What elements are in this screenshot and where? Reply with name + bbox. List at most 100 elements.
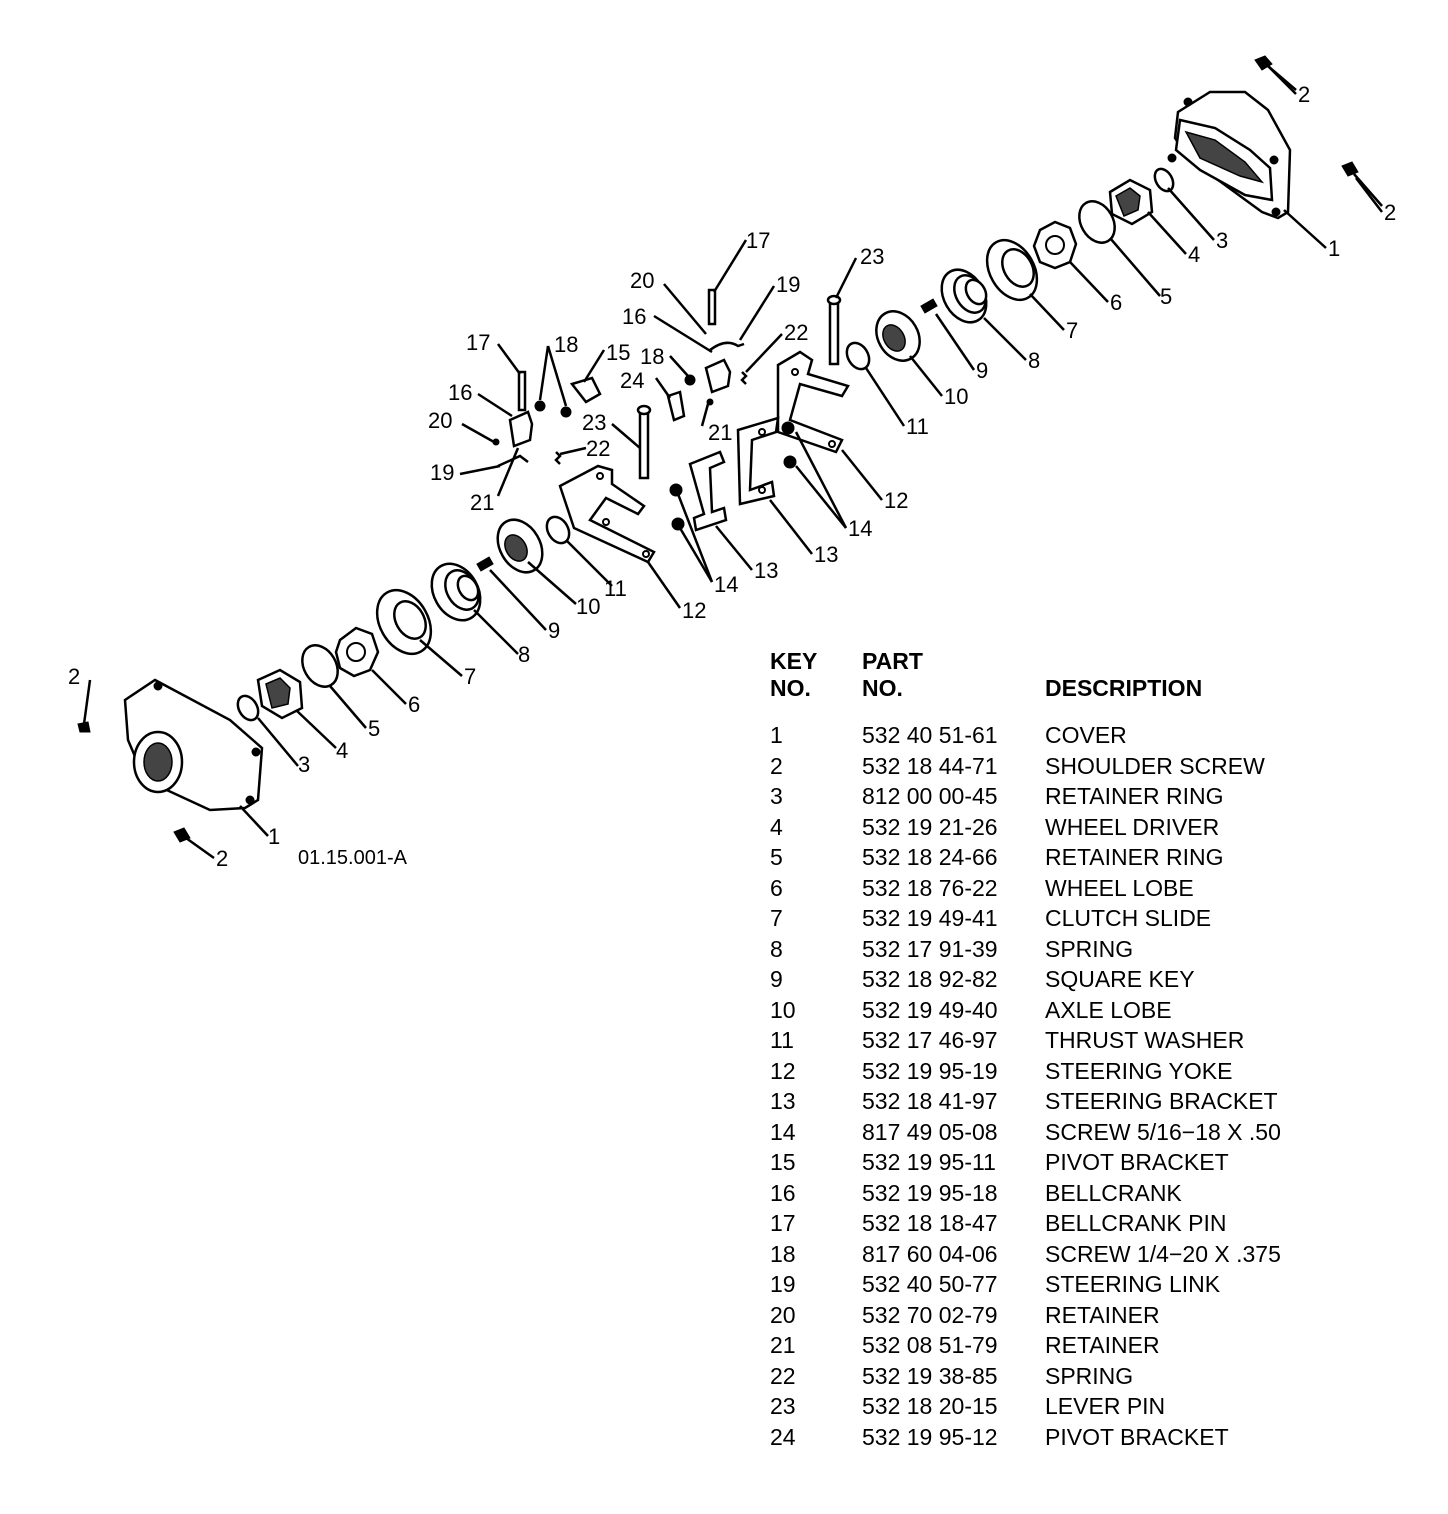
callout-20: 20 xyxy=(630,268,654,293)
callout-7: 7 xyxy=(1066,318,1078,343)
part-no-cell: 817 60 04-06 xyxy=(862,1240,998,1267)
callout-8: 8 xyxy=(1028,348,1040,373)
callout-21: 21 xyxy=(708,420,732,445)
description-cell: RETAINER RING xyxy=(1045,844,1224,870)
part-no-cell: 532 17 91-39 xyxy=(862,935,998,962)
retainer-21-right xyxy=(706,398,714,406)
description-cell: AXLE LOBE xyxy=(1045,996,1172,1023)
key-no-cell: 13 xyxy=(770,1088,796,1114)
callout-9: 9 xyxy=(548,618,560,643)
description-cell: STEERING BRACKET xyxy=(1045,1088,1278,1114)
callout-6: 6 xyxy=(1110,290,1122,315)
cover-right xyxy=(1167,90,1292,220)
wheel-lobe-left xyxy=(334,626,380,678)
callout-18: 18 xyxy=(554,332,578,357)
cover-left xyxy=(123,678,264,812)
table-row: 18 817 60 04-06 SCREW 1/4−20 X .375 xyxy=(770,1239,1330,1270)
bellcrank-left xyxy=(508,410,534,448)
description-cell: SCREW 1/4−20 X .375 xyxy=(1045,1240,1281,1267)
left-assembly xyxy=(77,370,728,860)
callout-3: 3 xyxy=(1216,228,1228,253)
header-part-line2: NO. xyxy=(862,675,903,701)
axle-lobe-left xyxy=(496,518,544,574)
part-no-cell: 817 49 05-08 xyxy=(862,1118,998,1145)
wheel-lobe-right xyxy=(1032,220,1078,270)
key-no-cell: 9 xyxy=(770,966,783,992)
clutch-slide-left xyxy=(375,588,433,656)
lever-pin-center-head xyxy=(636,404,652,416)
key-no-cell: 7 xyxy=(770,905,783,931)
callout-5: 5 xyxy=(1160,284,1172,309)
callout-labels: 2 2 1 3 4 5 6 7 8 9 10 11 12 14 13 13 14… xyxy=(68,82,1396,871)
square-key-left xyxy=(476,556,494,572)
key-no-cell: 17 xyxy=(770,1210,796,1236)
figure-reference-code: 01.15.001-A xyxy=(298,847,408,869)
key-no-cell: 1 xyxy=(770,722,783,748)
callout-12: 12 xyxy=(884,488,908,513)
screw-14-left-b xyxy=(671,517,685,531)
callout-11: 11 xyxy=(604,576,627,601)
retainer-ring-right xyxy=(1153,167,1175,193)
key-no-cell: 2 xyxy=(770,752,783,779)
part-no-cell: 532 18 20-15 xyxy=(862,1393,998,1419)
callout-24: 24 xyxy=(620,368,644,393)
part-no-cell: 532 18 44-71 xyxy=(862,752,998,779)
callout-23: 23 xyxy=(582,410,606,435)
header-part-no: PART NO. xyxy=(862,648,923,702)
part-no-cell: 532 19 38-85 xyxy=(862,1362,998,1389)
callout-17: 17 xyxy=(466,330,490,355)
part-no-cell: 532 08 51-79 xyxy=(862,1332,998,1358)
key-no-cell: 10 xyxy=(770,996,796,1023)
callout-7: 7 xyxy=(464,664,476,689)
description-cell: STEERING YOKE xyxy=(1045,1057,1233,1084)
wheel-driver-right xyxy=(1108,178,1154,226)
part-no-cell: 532 19 21-26 xyxy=(862,813,998,840)
description-cell: RETAINER xyxy=(1045,1301,1160,1328)
bellcrank-pin-right xyxy=(707,288,717,326)
callout-10: 10 xyxy=(576,594,600,619)
description-cell: RETAINER RING xyxy=(1045,783,1224,809)
description-cell: SHOULDER SCREW xyxy=(1045,752,1265,779)
part-no-cell: 532 18 92-82 xyxy=(862,966,998,992)
description-cell: LEVER PIN xyxy=(1045,1393,1166,1419)
table-row: 2 532 18 44-71 SHOULDER SCREW xyxy=(770,751,1330,782)
header-key-line2: NO. xyxy=(770,675,811,701)
callout-18: 18 xyxy=(640,344,664,369)
callout-14: 14 xyxy=(714,572,738,597)
callout-12: 12 xyxy=(682,598,706,623)
callout-21: 21 xyxy=(470,490,494,515)
retainer-ring-large-right xyxy=(1078,200,1116,244)
callout-1: 1 xyxy=(268,824,280,849)
key-no-cell: 3 xyxy=(770,783,783,809)
callout-1: 1 xyxy=(1328,236,1340,261)
key-no-cell: 18 xyxy=(770,1240,796,1267)
description-cell: SPRING xyxy=(1045,935,1134,962)
callout-2: 2 xyxy=(1298,82,1310,107)
description-cell: SPRING xyxy=(1045,1362,1134,1389)
lever-pin-right xyxy=(826,294,842,366)
key-no-cell: 21 xyxy=(770,1332,796,1358)
description-cell: PIVOT BRACKET xyxy=(1045,1149,1229,1175)
part-no-cell: 532 70 02-79 xyxy=(862,1301,998,1328)
steering-yoke-left xyxy=(558,464,656,564)
callout-8: 8 xyxy=(518,642,530,667)
table-row: 20 532 70 02-79 RETAINER xyxy=(770,1300,1330,1331)
key-no-cell: 12 xyxy=(770,1057,796,1084)
key-no-cell: 6 xyxy=(770,874,783,901)
callout-11: 11 xyxy=(906,414,929,439)
part-no-cell: 532 19 95-12 xyxy=(862,1423,998,1450)
key-no-cell: 20 xyxy=(770,1301,796,1328)
screw-18-right xyxy=(684,374,696,386)
description-cell: SCREW 5/16−18 X .50 xyxy=(1045,1118,1281,1145)
shoulder-screw-left-top xyxy=(77,679,92,733)
